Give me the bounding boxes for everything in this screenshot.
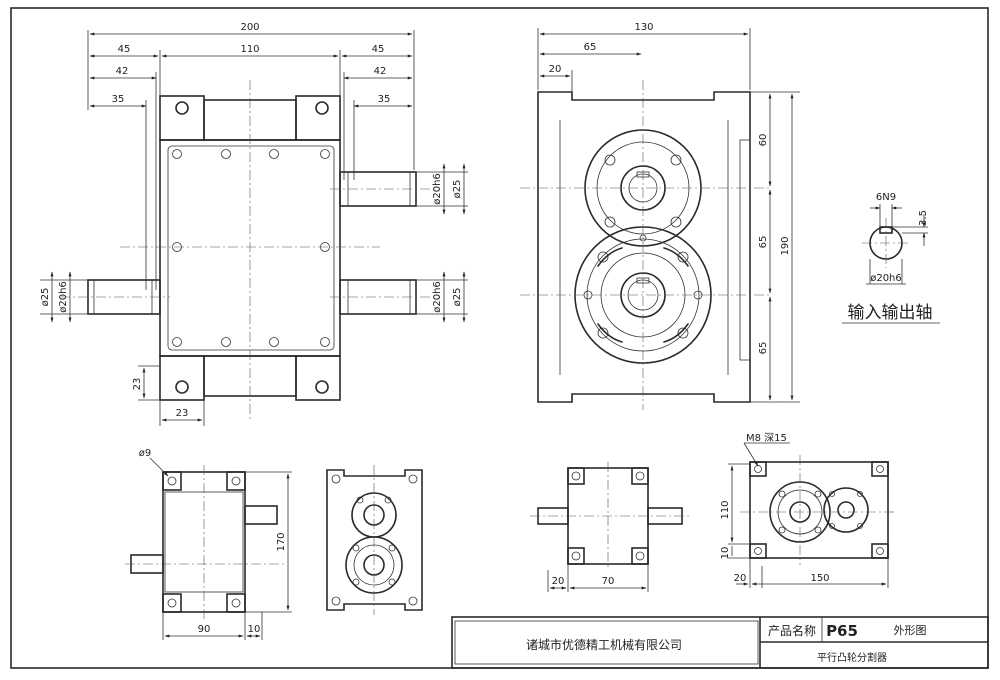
dim-170: 170 <box>276 532 287 551</box>
dim-150: 150 <box>810 573 829 584</box>
dim-90: 90 <box>198 624 211 635</box>
dim-65-mid: 65 <box>758 236 769 249</box>
dim-20-left: 20 <box>734 573 747 584</box>
dim-shaft-in-b: ø25 <box>40 288 51 307</box>
dim-35-left: 35 <box>112 94 125 105</box>
dim-70: 70 <box>602 576 615 587</box>
dim-110: 110 <box>240 44 259 55</box>
dim-thread: M8 深15 <box>746 432 787 444</box>
dim-42-right: 42 <box>374 66 387 77</box>
title-block: 诸城市优德精工机械有限公司 产品名称 P65 外形图 平行凸轮分割器 <box>451 616 989 669</box>
view-name: 外形图 <box>894 624 927 637</box>
dim-110-small: 110 <box>720 500 731 519</box>
dim-shaft-out1-b: ø25 <box>452 180 463 199</box>
dim-35-right: 35 <box>378 94 391 105</box>
dim-65-low: 65 <box>758 342 769 355</box>
shaft-section: 6N9 3.5 ø20h6 输入输出轴 <box>842 192 940 324</box>
drawing-frame <box>10 7 989 669</box>
model-number: P65 <box>826 622 858 640</box>
dim-10: 10 <box>248 624 261 635</box>
top-view: 200 45 110 45 42 42 35 35 ø20h6 ø25 ø20h… <box>40 22 468 426</box>
product-description: 平行凸轮分割器 <box>817 651 887 664</box>
product-name-label: 产品名称 <box>768 623 816 638</box>
dim-20-top: 20 <box>549 64 562 75</box>
small-view-4: M8 深15 110 10 20 150 <box>720 432 895 588</box>
dim-20-small: 20 <box>552 576 565 587</box>
dim-foot-w: 23 <box>176 408 189 419</box>
dim-shaft-dia: ø20h6 <box>870 273 902 284</box>
dim-45-right: 45 <box>372 44 385 55</box>
dim-65-top: 65 <box>584 42 597 53</box>
dim-shaft-out2-a: ø20h6 <box>432 281 443 313</box>
dim-130: 130 <box>634 22 653 33</box>
company-name: 诸城市优德精工机械有限公司 <box>526 637 682 652</box>
dim-shaft-out2-b: ø25 <box>452 288 463 307</box>
front-view: 130 65 20 60 65 65 190 <box>520 22 800 410</box>
dim-190: 190 <box>780 236 791 255</box>
dim-key-6n9: 6N9 <box>876 192 896 203</box>
dim-hole-dia: ø9 <box>139 448 151 459</box>
dim-10-small: 10 <box>720 547 731 560</box>
dim-shaft-out1-a: ø20h6 <box>432 173 443 205</box>
small-view-3: 20 70 <box>530 462 690 592</box>
dim-45-left: 45 <box>118 44 131 55</box>
small-view-2 <box>326 465 423 615</box>
dim-shaft-in-a: ø20h6 <box>58 281 69 313</box>
dim-42-left: 42 <box>116 66 129 77</box>
dim-key-depth: 3.5 <box>918 210 929 226</box>
dim-200: 200 <box>240 22 259 33</box>
small-view-1: ø9 170 90 10 <box>125 448 292 640</box>
dim-foot-h: 23 <box>132 378 143 391</box>
shaft-label: 输入输出轴 <box>848 303 933 323</box>
dim-60: 60 <box>758 134 769 147</box>
